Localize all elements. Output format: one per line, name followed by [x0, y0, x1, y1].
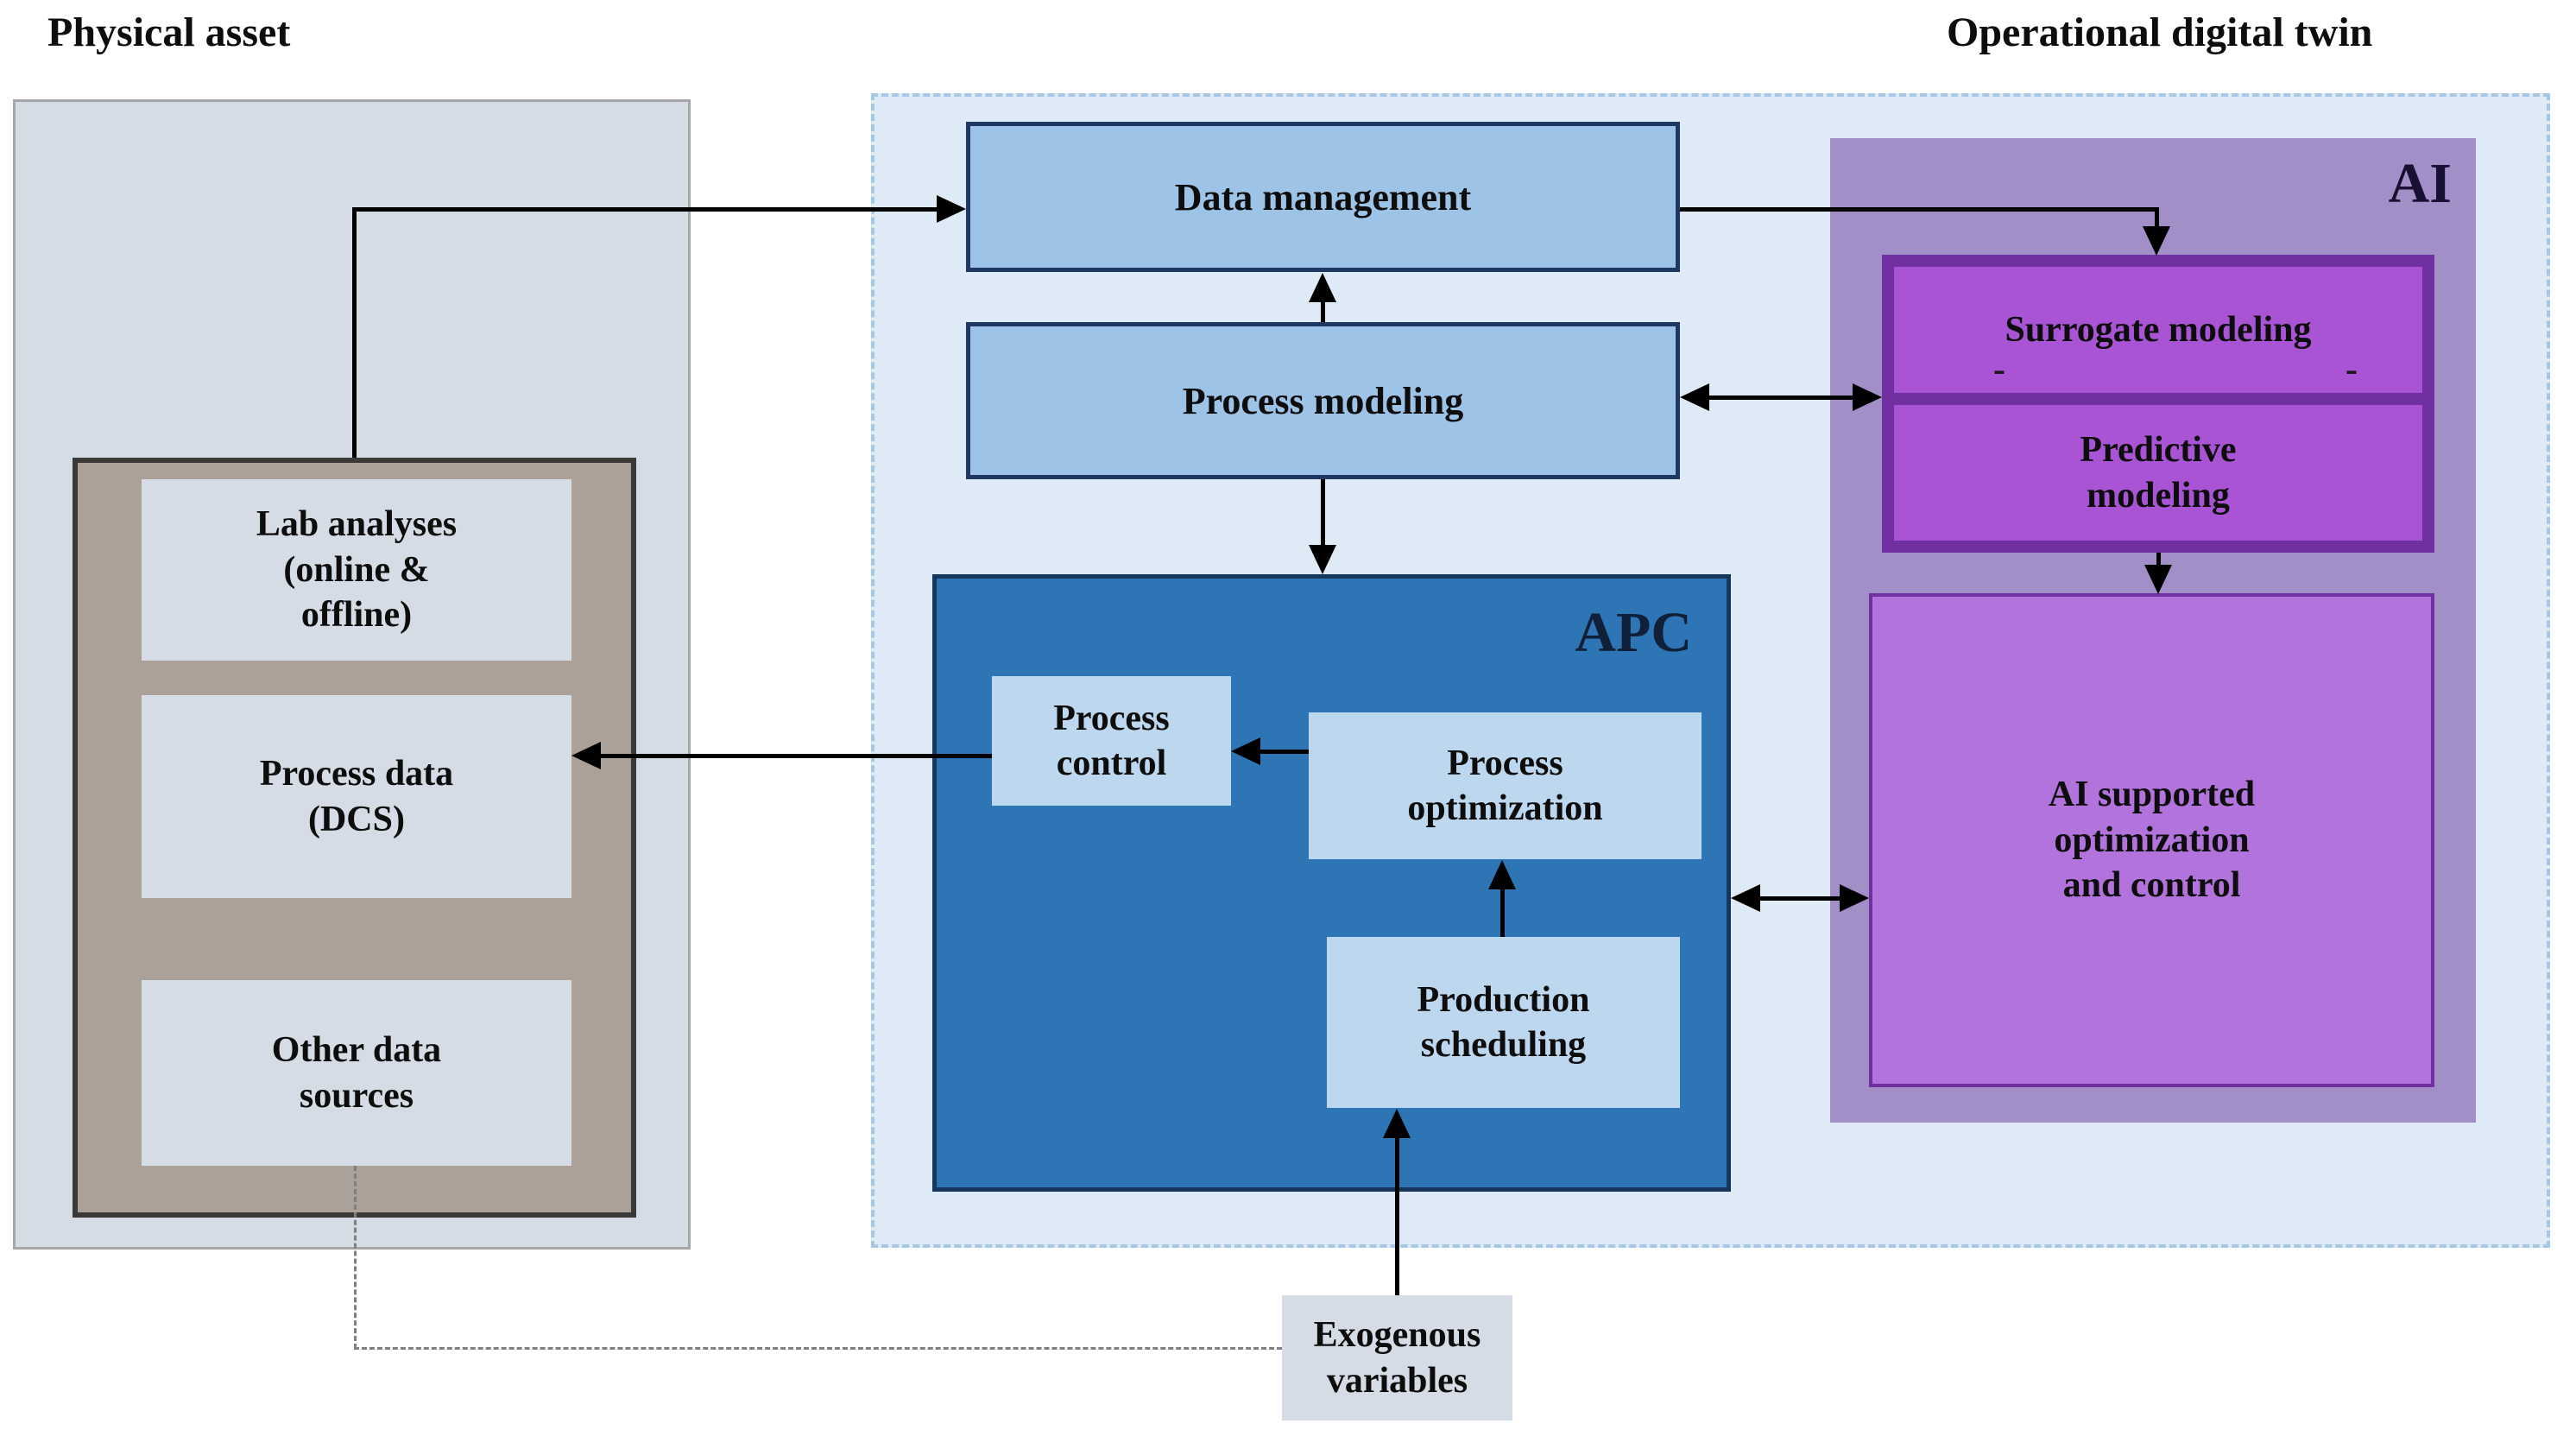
arrow-pm-ai-right-head-icon	[1853, 383, 1882, 411]
surrogate-modeling-box: Surrogate modeling - -	[1894, 267, 2422, 393]
arrow-asset-to-dm-head-icon	[937, 195, 966, 223]
arrow-po-to-pc-head-icon	[1231, 737, 1260, 765]
arrow-pc-to-dcs-segment	[599, 754, 992, 758]
apc-label: APC	[1575, 601, 1692, 664]
arrow-asset-to-dm-horizontal-segment	[352, 207, 937, 212]
arrow-dm-to-ai-horizontal-segment	[1680, 207, 2156, 212]
arrow-pm-ai-segment	[1708, 395, 1854, 400]
process-control-box: Process control	[992, 676, 1231, 806]
dashed-other-to-exo-vertical-segment	[354, 1166, 357, 1349]
arrow-asset-to-dm-vertical-segment	[352, 209, 357, 458]
dashed-other-to-exo-horizontal-segment	[354, 1347, 1282, 1350]
arrow-pm-ai-left-head-icon	[1680, 383, 1709, 411]
arrow-apc-ai-segment	[1758, 896, 1847, 901]
arrow-exo-to-ps-segment	[1395, 1136, 1399, 1295]
arrow-apc-ai-left-head-icon	[1731, 884, 1760, 912]
lab-analyses-box: Lab analyses (online & offline)	[142, 479, 571, 661]
arrow-dm-to-ai-vertical-segment	[2155, 207, 2159, 230]
arrow-pm-to-dm-segment	[1321, 301, 1325, 322]
arrow-dm-to-ai-head-icon	[2143, 226, 2170, 256]
surrogate-dash-right: -	[2346, 350, 2358, 389]
arrow-po-to-pc-segment	[1259, 750, 1309, 754]
arrow-apc-ai-right-head-icon	[1840, 884, 1869, 912]
data-management-box: Data management	[966, 122, 1680, 272]
other-data-sources-box: Other data sources	[142, 980, 571, 1166]
ai-optimization-control-box: AI supported optimization and control	[1869, 593, 2434, 1087]
process-optimization-box: Process optimization	[1309, 712, 1702, 859]
arrow-pm-to-dm-head-icon	[1309, 273, 1336, 302]
arrow-ps-to-po-segment	[1500, 888, 1505, 937]
surrogate-modeling-label: Surrogate modeling	[2005, 309, 2312, 350]
arrow-pred-to-aisupported-segment	[2156, 553, 2161, 566]
process-modeling-box: Process modeling	[966, 322, 1680, 479]
page-title-physical-asset: Physical asset	[47, 9, 291, 55]
arrow-pm-to-apc-head-icon	[1309, 545, 1336, 574]
ai-label: AI	[2388, 152, 2452, 215]
process-data-box: Process data (DCS)	[142, 695, 571, 898]
arrow-pred-to-aisupported-head-icon	[2144, 565, 2172, 594]
arrow-pm-to-apc-segment	[1321, 479, 1325, 545]
arrow-exo-to-ps-head-icon	[1383, 1109, 1411, 1138]
surrogate-dash-left: -	[1993, 350, 2005, 389]
page-title-digital-twin: Operational digital twin	[1947, 9, 2373, 55]
predictive-modeling-box: Predictive modeling	[1894, 405, 2422, 541]
exogenous-variables-box: Exogenous variables	[1282, 1295, 1512, 1421]
arrow-ps-to-po-head-icon	[1488, 860, 1516, 889]
production-scheduling-box: Production scheduling	[1327, 937, 1680, 1108]
arrow-pc-to-dcs-head-icon	[571, 742, 601, 769]
